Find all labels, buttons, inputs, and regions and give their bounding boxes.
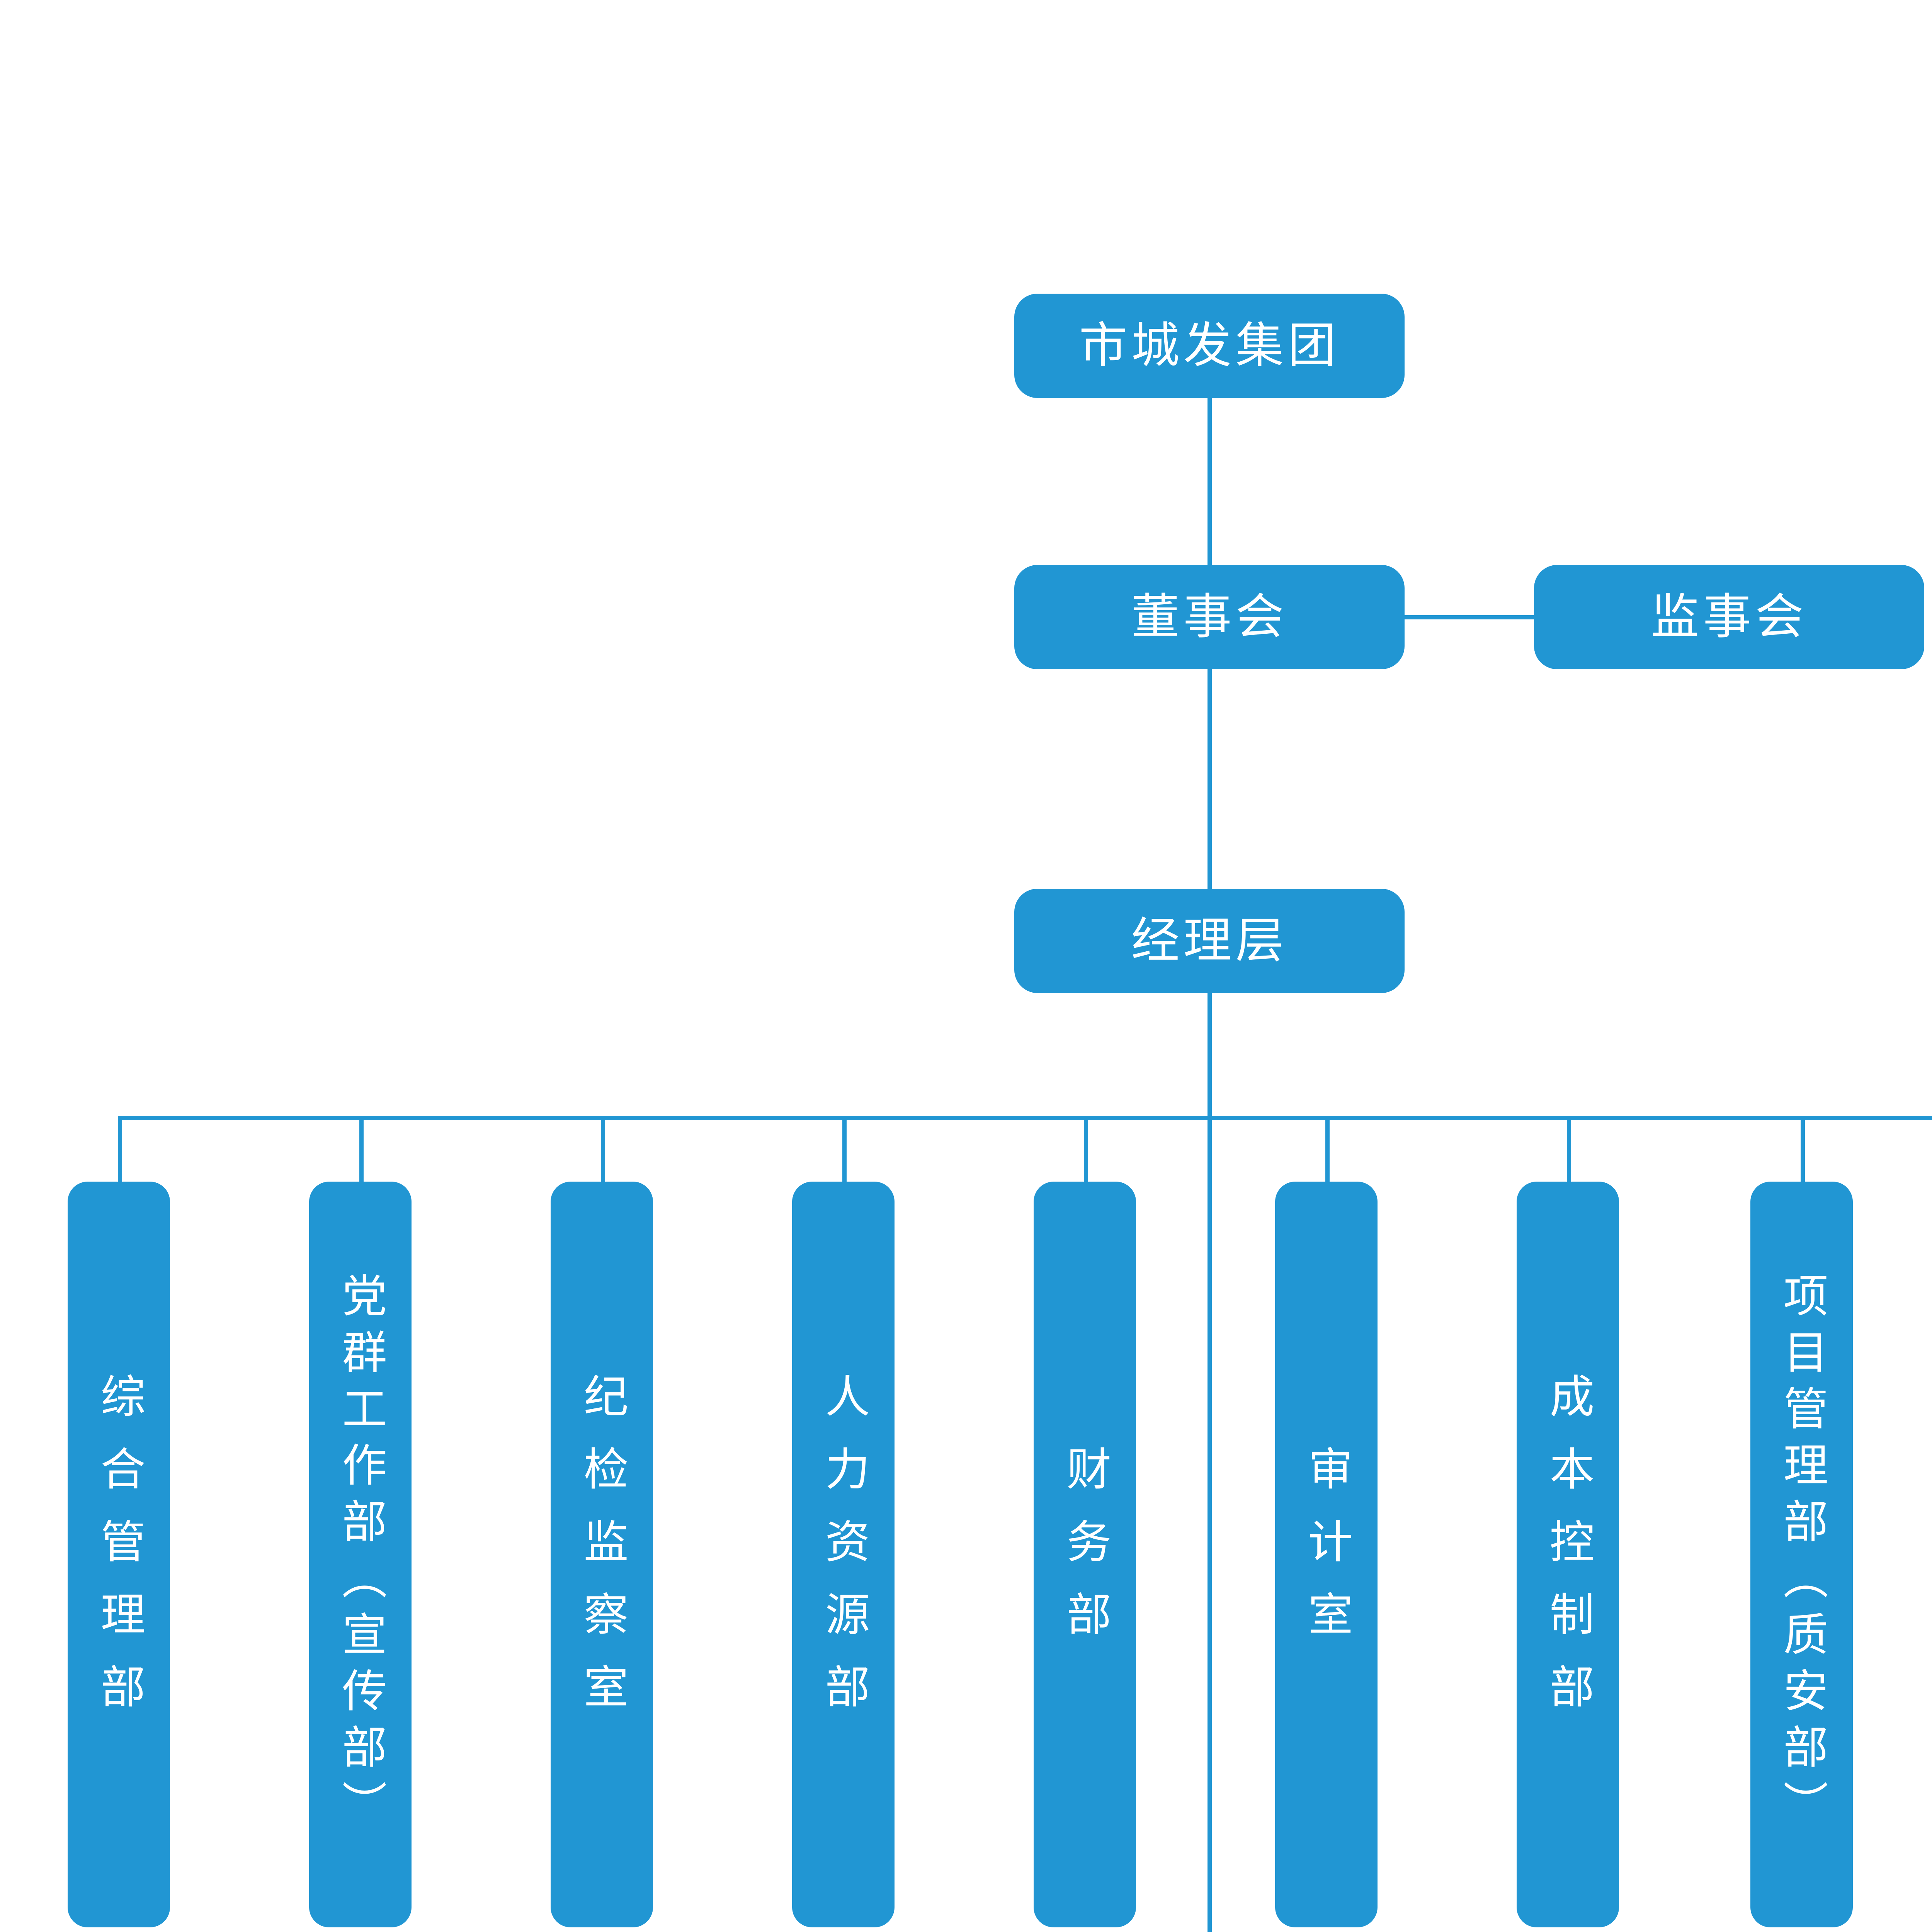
connector-dept-stem-2 bbox=[359, 1116, 364, 1182]
node-board-label: 董事会 bbox=[1131, 589, 1288, 645]
node-department-6-label: 审计室 bbox=[1300, 1446, 1353, 1663]
connector-dept-stem-5 bbox=[1084, 1116, 1088, 1182]
node-management-label: 经理层 bbox=[1131, 913, 1288, 969]
node-root[interactable]: 市城发集团 bbox=[1014, 294, 1405, 398]
node-department-4-label: 人力资源部 bbox=[817, 1373, 870, 1736]
node-department-5[interactable]: 财务部 bbox=[1034, 1182, 1136, 1927]
node-supervisors[interactable]: 监事会 bbox=[1534, 565, 1924, 669]
connector-departments-bus bbox=[118, 1116, 1932, 1120]
node-management[interactable]: 经理层 bbox=[1014, 889, 1405, 993]
node-department-3-label: 纪检监察室 bbox=[576, 1373, 628, 1736]
node-department-8[interactable]: 项目管理部（质安部） bbox=[1750, 1182, 1853, 1927]
connector-dept-stem-1 bbox=[118, 1116, 122, 1182]
connector-management-lower-stem bbox=[1208, 993, 1212, 1932]
connector-dept-stem-6 bbox=[1325, 1116, 1330, 1182]
node-department-2[interactable]: 党群工作部（宣传部） bbox=[309, 1182, 412, 1927]
connector-board-to-management bbox=[1208, 669, 1212, 889]
connector-board-to-supervisors bbox=[1405, 615, 1534, 619]
node-department-5-label: 财务部 bbox=[1059, 1446, 1111, 1663]
connector-dept-stem-7 bbox=[1567, 1116, 1571, 1182]
node-department-2-label: 党群工作部（宣传部） bbox=[334, 1272, 387, 1837]
connector-dept-stem-3 bbox=[601, 1116, 605, 1182]
node-department-1-label: 综合管理部 bbox=[93, 1373, 145, 1736]
node-department-6[interactable]: 审计室 bbox=[1275, 1182, 1378, 1927]
node-department-4[interactable]: 人力资源部 bbox=[792, 1182, 895, 1927]
node-department-7-label: 成本控制部 bbox=[1542, 1373, 1594, 1736]
node-board[interactable]: 董事会 bbox=[1014, 565, 1405, 669]
node-department-8-label: 项目管理部（质安部） bbox=[1776, 1272, 1828, 1837]
node-department-7[interactable]: 成本控制部 bbox=[1517, 1182, 1619, 1927]
node-supervisors-label: 监事会 bbox=[1651, 589, 1808, 645]
node-root-label: 市城发集团 bbox=[1079, 318, 1340, 374]
node-department-3[interactable]: 纪检监察室 bbox=[551, 1182, 653, 1927]
node-department-1[interactable]: 综合管理部 bbox=[68, 1182, 170, 1927]
connector-dept-stem-4 bbox=[842, 1116, 847, 1182]
connector-dept-stem-8 bbox=[1801, 1116, 1805, 1182]
connector-root-to-board bbox=[1208, 398, 1212, 565]
